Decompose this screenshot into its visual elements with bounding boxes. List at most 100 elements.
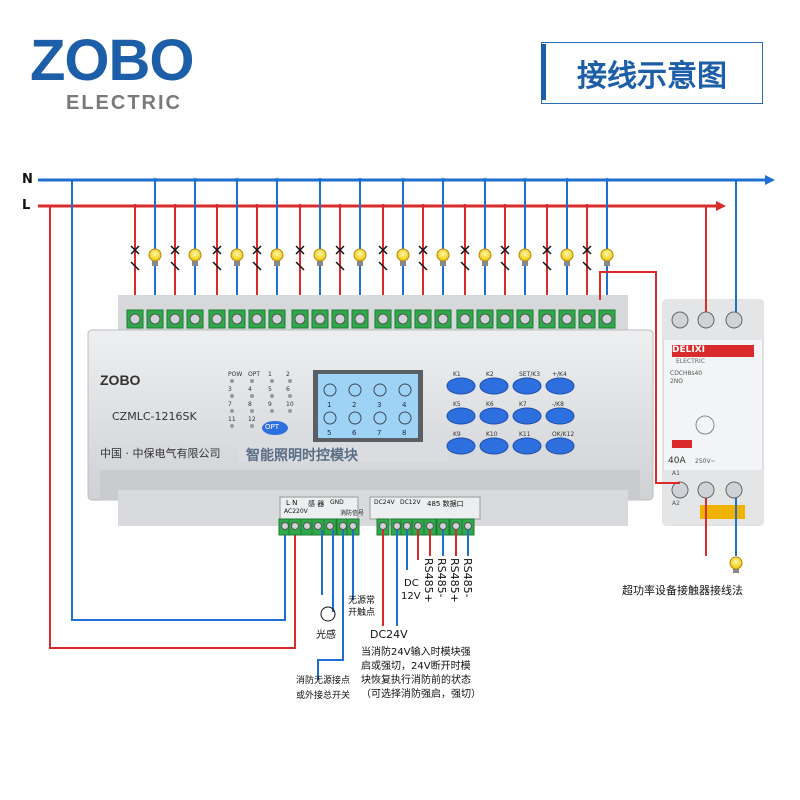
key-label: K9	[453, 431, 461, 438]
led-label: 9	[268, 401, 272, 408]
rs485-label-4: RS485-	[461, 558, 474, 598]
switch-mark	[130, 245, 140, 255]
rs485-label-2: RS485-	[435, 558, 448, 598]
terminal-screw	[414, 522, 422, 530]
terminal-screw	[417, 313, 429, 325]
terminal-screw	[349, 522, 357, 530]
module-maker: 中国 · 中保电气有限公司	[100, 447, 221, 460]
led-label: 3	[228, 386, 232, 393]
screen-bulb-icon	[348, 411, 362, 425]
dc24-terminal-label: DC24V	[374, 499, 395, 506]
led-indicator	[230, 379, 234, 383]
terminal-screw	[581, 313, 593, 325]
wire-junction	[381, 204, 385, 208]
dry-contact-label-2: 开触点	[348, 608, 376, 618]
switch-contact	[542, 261, 552, 271]
lamp-base	[482, 261, 488, 266]
key-button	[446, 437, 476, 455]
contactor-model: CDCH8s40	[670, 370, 703, 377]
page-title: 接线示意图	[577, 59, 727, 94]
terminal-screw	[499, 313, 511, 325]
screen-bulb-icon	[398, 411, 412, 425]
led-indicator	[288, 379, 292, 383]
lamp-base	[192, 261, 198, 266]
lamp-base	[357, 261, 363, 266]
wire-junction	[463, 204, 467, 208]
wire-junction	[545, 204, 549, 208]
screen-channel-number: 5	[327, 429, 331, 437]
lamp-base	[317, 261, 323, 266]
terminal-screw	[281, 522, 289, 530]
terminal-screw	[561, 313, 573, 325]
lamp-bulb	[270, 248, 284, 262]
lamp-bulb	[313, 248, 327, 262]
lamp-base	[440, 261, 446, 266]
led-indicator	[230, 394, 234, 398]
terminal-screw	[169, 313, 181, 325]
terminal-screw	[294, 313, 306, 325]
wire-junction	[173, 204, 177, 208]
switch-mark	[460, 245, 470, 255]
terminal-screw	[437, 313, 449, 325]
module-model: CZMLC-1216SK	[112, 410, 197, 423]
contactor-note: 超功率设备接触器接线法	[622, 584, 743, 597]
wire-junction	[421, 204, 425, 208]
led-label: 6	[286, 386, 290, 393]
contactor-a1: A1	[672, 470, 680, 477]
contactor-rating: 40A	[668, 456, 686, 466]
lamp-base	[564, 261, 570, 266]
led-indicator	[288, 394, 292, 398]
contactor-voltage: 250V~	[695, 458, 716, 465]
title-accent-bar	[541, 44, 546, 100]
switch-contact	[378, 261, 388, 271]
screen-channel-number: 7	[377, 429, 381, 437]
wire-junction	[483, 178, 487, 182]
terminal-screw	[354, 313, 366, 325]
wire-junction	[235, 178, 239, 182]
key-label: K11	[519, 431, 531, 438]
dc12-label-volt: 12V	[401, 591, 421, 602]
terminal-screw	[251, 313, 263, 325]
fire-label-1: 消防无源接点	[296, 676, 351, 686]
key-button	[446, 407, 476, 425]
dry-contact-label-1: 无源常	[348, 596, 376, 606]
contactor-coil-wire	[599, 271, 680, 484]
title-box: 接线示意图	[541, 42, 763, 104]
wire-junction	[215, 204, 219, 208]
ac-input-label: L N	[286, 499, 298, 507]
key-button	[545, 437, 575, 455]
contactor-poles: 2NO	[670, 378, 684, 385]
neutral-line	[38, 175, 775, 185]
screen-bulb-icon	[323, 383, 337, 397]
led-indicator	[230, 424, 234, 428]
terminal-screw	[211, 313, 223, 325]
lamp-base	[152, 261, 158, 266]
fire-note-line-4: （可选择消防强启，强切）	[361, 689, 481, 700]
led-label: 12	[248, 416, 256, 423]
wire-junction	[401, 178, 405, 182]
terminal-screw	[291, 522, 299, 530]
led-label: 8	[248, 401, 252, 408]
led-indicator	[270, 394, 274, 398]
screen-bulb-icon	[373, 383, 387, 397]
contactor	[662, 299, 764, 526]
key-button	[545, 377, 575, 395]
opt-button-label: OPT	[265, 423, 280, 431]
terminal-screw	[303, 522, 311, 530]
switch-contact	[582, 261, 592, 271]
switch-mark	[170, 245, 180, 255]
switch-contact	[170, 261, 180, 271]
screen-channel-number: 2	[352, 401, 356, 409]
terminal-screw	[129, 313, 141, 325]
key-label: K1	[453, 371, 461, 378]
ac-voltage-label: AC220V	[284, 508, 308, 515]
live-feed-wire	[49, 206, 296, 649]
fire-terminal-label: 消防信号	[340, 510, 365, 517]
wire-junction	[275, 178, 279, 182]
key-label: SET/K3	[519, 371, 540, 378]
switch-mark	[252, 245, 262, 255]
screen-bulb-icon	[398, 383, 412, 397]
